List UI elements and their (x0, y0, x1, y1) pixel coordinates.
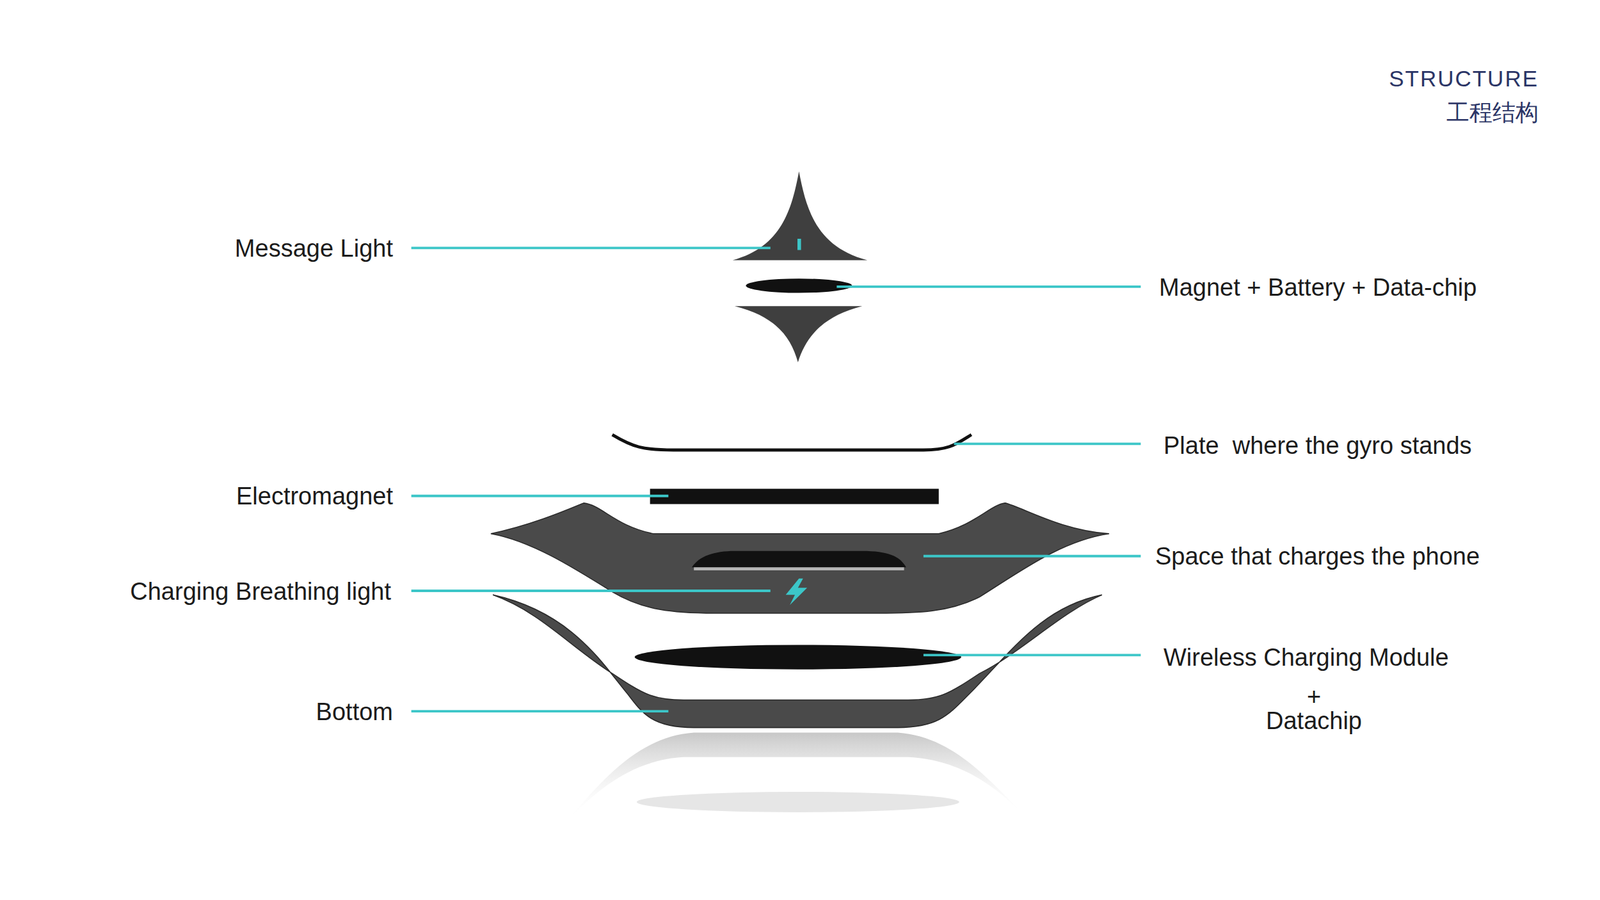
leader-lines (411, 247, 1142, 712)
middle-body (490, 503, 1110, 614)
reflection-disc (636, 791, 960, 813)
page-title: STRUCTURE (1388, 65, 1539, 92)
plate (612, 434, 972, 450)
lightning-icon (785, 578, 808, 605)
part-label: + (1306, 682, 1321, 712)
part-label: Datachip (1265, 707, 1362, 736)
leader-line (923, 554, 1142, 558)
electromagnet (650, 488, 939, 505)
part-label: Magnet + Battery + Data-chip (1159, 273, 1477, 303)
charging-module (634, 644, 962, 669)
part-label: Bottom (316, 698, 393, 727)
part-label: Plate where the gyro stands (1163, 432, 1472, 461)
leader-line (411, 589, 771, 592)
reflection (566, 732, 1031, 822)
leader-line (411, 494, 669, 498)
leader-line (411, 246, 771, 249)
leader-line (954, 442, 1142, 446)
bottom-shell (492, 594, 1103, 728)
leader-line (836, 285, 1141, 288)
part-label: Space that charges the phone (1155, 542, 1480, 571)
phone-slot-edge (693, 567, 904, 571)
phone-slot (691, 551, 907, 568)
leader-line (411, 709, 669, 713)
part-label: Message Light (234, 234, 393, 264)
leader-line (923, 654, 1142, 657)
message-light-mark (797, 238, 802, 251)
page-subtitle: 工程结构 (1446, 99, 1539, 126)
magnet-disc (746, 278, 853, 293)
gyro-bottom (734, 305, 863, 363)
part-label: Wireless Charging Module (1163, 643, 1449, 672)
part-label: Charging Breathing light (129, 577, 392, 607)
part-label: Electromagnet (236, 482, 393, 511)
